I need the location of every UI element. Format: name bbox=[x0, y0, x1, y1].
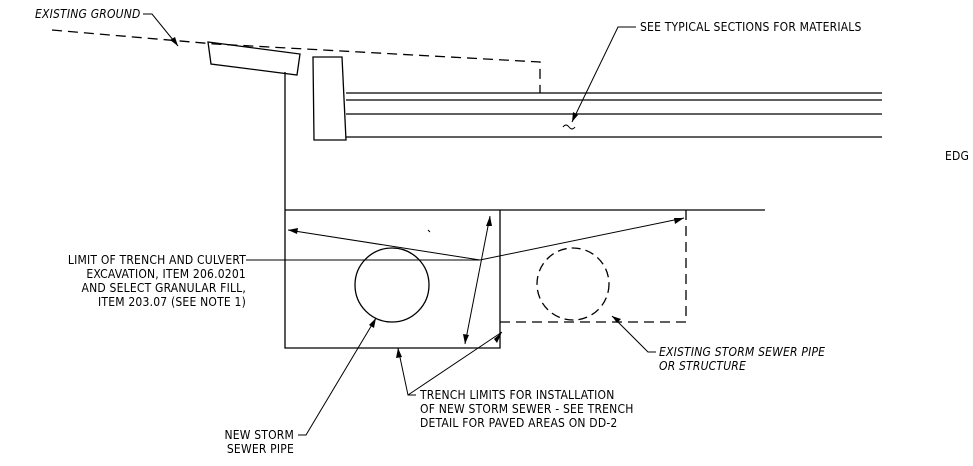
leader-arrow-existing-pipe bbox=[612, 316, 621, 323]
svg-text:AND SELECT GRANULAR FILL,: AND SELECT GRANULAR FILL, bbox=[82, 281, 246, 295]
dim-arrowhead-top bbox=[486, 216, 492, 226]
leader-existing-pipe bbox=[611, 315, 656, 353]
svg-text:SEWER PIPE: SEWER PIPE bbox=[227, 442, 294, 456]
trench-marker bbox=[427, 229, 431, 233]
leader-arrow-trench-limits-a bbox=[396, 348, 402, 358]
dim-line-right bbox=[479, 217, 685, 261]
label-new-pipe: NEW STORM SEWER PIPE bbox=[224, 428, 294, 456]
dim-line-left bbox=[287, 229, 481, 261]
leader-arrow-trench-limits-b bbox=[494, 332, 502, 343]
leader-new-pipe bbox=[298, 317, 377, 436]
svg-text:NEW STORM: NEW STORM bbox=[224, 428, 294, 442]
leader-arrow-typical-sections bbox=[572, 112, 578, 122]
leader-existing-ground bbox=[143, 13, 179, 47]
existing-ground-line bbox=[51, 29, 541, 93]
svg-text:TRENCH LIMITS FOR INSTALLATION: TRENCH LIMITS FOR INSTALLATION bbox=[419, 388, 615, 402]
break-symbol bbox=[562, 124, 576, 130]
leader-arrow-new-pipe bbox=[369, 318, 376, 328]
svg-text:EXISTING STORM SEWER PIPE: EXISTING STORM SEWER PIPE bbox=[659, 345, 825, 359]
new-trench-box bbox=[284, 210, 501, 349]
label-existing-pipe: EXISTING STORM SEWER PIPE OR STRUCTURE bbox=[659, 345, 825, 373]
leader-trench-limits-b bbox=[407, 331, 503, 396]
dim-arrowhead-bottom bbox=[463, 334, 469, 344]
svg-text:OR STRUCTURE: OR STRUCTURE bbox=[659, 359, 746, 373]
svg-text:LIMIT OF TRENCH AND CULVERT: LIMIT OF TRENCH AND CULVERT bbox=[68, 253, 246, 267]
dim-arrowhead-left bbox=[288, 228, 298, 234]
svg-text:DETAIL FOR PAVED AREAS ON DD-2: DETAIL FOR PAVED AREAS ON DD-2 bbox=[420, 416, 618, 430]
label-limit-trench: LIMIT OF TRENCH AND CULVERT EXCAVATION, … bbox=[68, 253, 246, 309]
curb-block bbox=[207, 41, 301, 76]
svg-text:EXCAVATION, ITEM 206.0201: EXCAVATION, ITEM 206.0201 bbox=[86, 267, 246, 281]
curb-face bbox=[312, 56, 347, 141]
leader-typical-sections bbox=[571, 26, 636, 123]
svg-text:OF NEW STORM SEWER - SEE TRENC: OF NEW STORM SEWER - SEE TRENCH bbox=[420, 402, 634, 416]
label-edge-partial: EDG bbox=[945, 149, 969, 163]
existing-storm-pipe bbox=[536, 247, 610, 321]
dim-line-vertical bbox=[464, 215, 491, 345]
new-storm-pipe bbox=[354, 247, 430, 323]
leader-arrow-existing-ground bbox=[170, 37, 178, 46]
label-trench-limits: TRENCH LIMITS FOR INSTALLATION OF NEW ST… bbox=[419, 388, 634, 430]
dim-arrowhead-right bbox=[674, 218, 684, 224]
label-existing-ground: EXISTING GROUND bbox=[35, 7, 141, 21]
existing-trench-outline bbox=[500, 210, 687, 323]
svg-text:ITEM 203.07 (SEE NOTE 1): ITEM 203.07 (SEE NOTE 1) bbox=[98, 295, 246, 309]
label-typical-sections: SEE TYPICAL SECTIONS FOR MATERIALS bbox=[640, 20, 862, 34]
